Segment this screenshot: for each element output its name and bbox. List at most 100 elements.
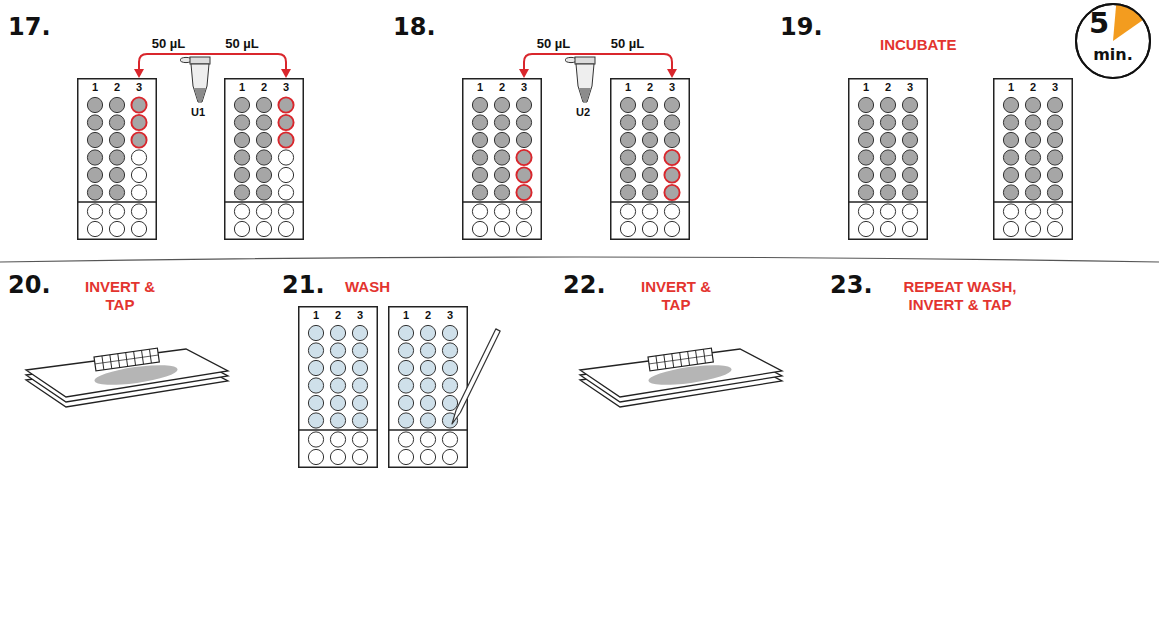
well bbox=[880, 115, 895, 130]
well bbox=[664, 150, 679, 165]
plate-outline bbox=[389, 307, 468, 468]
plate-wells bbox=[388, 306, 468, 468]
well bbox=[880, 150, 895, 165]
well bbox=[858, 185, 873, 200]
well bbox=[902, 150, 917, 165]
volume-label: 50 µL bbox=[150, 36, 188, 51]
well bbox=[420, 395, 435, 410]
plate-wells bbox=[462, 78, 542, 240]
timer-circle bbox=[1076, 4, 1150, 78]
empty-well bbox=[256, 221, 271, 236]
paper-towel bbox=[26, 348, 228, 407]
well bbox=[420, 325, 435, 340]
well bbox=[1003, 185, 1018, 200]
well bbox=[902, 97, 917, 112]
column-number: 1 bbox=[307, 309, 325, 322]
dispense-arrow bbox=[198, 54, 291, 78]
tube-liquid bbox=[194, 88, 206, 101]
step-instruction: INVERT & TAP bbox=[628, 278, 724, 314]
column-number: 1 bbox=[1002, 81, 1020, 94]
step-number: 20. bbox=[8, 272, 51, 298]
plate-outline bbox=[299, 307, 378, 468]
empty-well bbox=[131, 221, 146, 236]
well bbox=[642, 115, 657, 130]
well bbox=[131, 115, 146, 130]
well bbox=[308, 360, 323, 375]
empty-well bbox=[420, 449, 435, 464]
tube-body bbox=[191, 64, 209, 102]
arrow-head bbox=[667, 69, 677, 78]
column-number: 2 bbox=[493, 81, 511, 94]
empty-well bbox=[642, 221, 657, 236]
empty-well bbox=[352, 432, 367, 447]
empty-well bbox=[308, 432, 323, 447]
empty-well bbox=[620, 221, 635, 236]
well bbox=[442, 378, 457, 393]
strip-divider bbox=[298, 429, 378, 430]
empty-well bbox=[880, 221, 895, 236]
strip-divider bbox=[462, 201, 542, 202]
well bbox=[642, 185, 657, 200]
column-number: 1 bbox=[233, 81, 251, 94]
arrow-head bbox=[281, 69, 291, 78]
well bbox=[87, 115, 102, 130]
step-number: 21. bbox=[282, 272, 325, 298]
microplate-strip: 123 bbox=[848, 78, 928, 240]
microplate-strip: 123 bbox=[224, 78, 304, 240]
empty-well bbox=[87, 204, 102, 219]
step-number: 23. bbox=[830, 272, 873, 298]
well bbox=[880, 185, 895, 200]
well bbox=[278, 132, 293, 147]
well bbox=[516, 150, 531, 165]
arrow-line bbox=[524, 54, 583, 71]
tube-icon bbox=[565, 54, 601, 104]
arrow-line bbox=[198, 54, 286, 71]
well bbox=[109, 97, 124, 112]
well bbox=[352, 395, 367, 410]
well bbox=[620, 132, 635, 147]
well bbox=[880, 97, 895, 112]
column-number: 2 bbox=[641, 81, 659, 94]
well bbox=[620, 185, 635, 200]
plate-wells bbox=[993, 78, 1073, 240]
well bbox=[664, 132, 679, 147]
strip-divider bbox=[224, 201, 304, 202]
timer-rim bbox=[1076, 4, 1150, 78]
empty-well bbox=[1047, 204, 1062, 219]
empty-well bbox=[330, 449, 345, 464]
sample-tube: U1 bbox=[180, 54, 216, 122]
well bbox=[131, 150, 146, 165]
empty-well bbox=[1025, 204, 1040, 219]
step-instruction: REPEAT WASH, INVERT & TAP bbox=[885, 278, 1035, 314]
well bbox=[109, 167, 124, 182]
well bbox=[420, 378, 435, 393]
strip-divider bbox=[848, 201, 928, 202]
well bbox=[472, 115, 487, 130]
well bbox=[516, 132, 531, 147]
well bbox=[330, 395, 345, 410]
column-number: 1 bbox=[471, 81, 489, 94]
tube-icon bbox=[180, 54, 216, 104]
plate-wells bbox=[298, 306, 378, 468]
well bbox=[516, 185, 531, 200]
well bbox=[472, 132, 487, 147]
tube-body bbox=[576, 64, 594, 102]
well bbox=[494, 115, 509, 130]
step-number: 17. bbox=[8, 14, 51, 40]
well bbox=[880, 132, 895, 147]
empty-well bbox=[256, 204, 271, 219]
well bbox=[1003, 132, 1018, 147]
column-number: 2 bbox=[329, 309, 347, 322]
empty-well bbox=[902, 221, 917, 236]
empty-well bbox=[234, 204, 249, 219]
empty-well bbox=[902, 204, 917, 219]
well bbox=[234, 185, 249, 200]
well bbox=[664, 167, 679, 182]
microplate-strip: 123 bbox=[298, 306, 378, 468]
well bbox=[902, 115, 917, 130]
well bbox=[256, 185, 271, 200]
well bbox=[442, 343, 457, 358]
well bbox=[664, 115, 679, 130]
well bbox=[398, 325, 413, 340]
